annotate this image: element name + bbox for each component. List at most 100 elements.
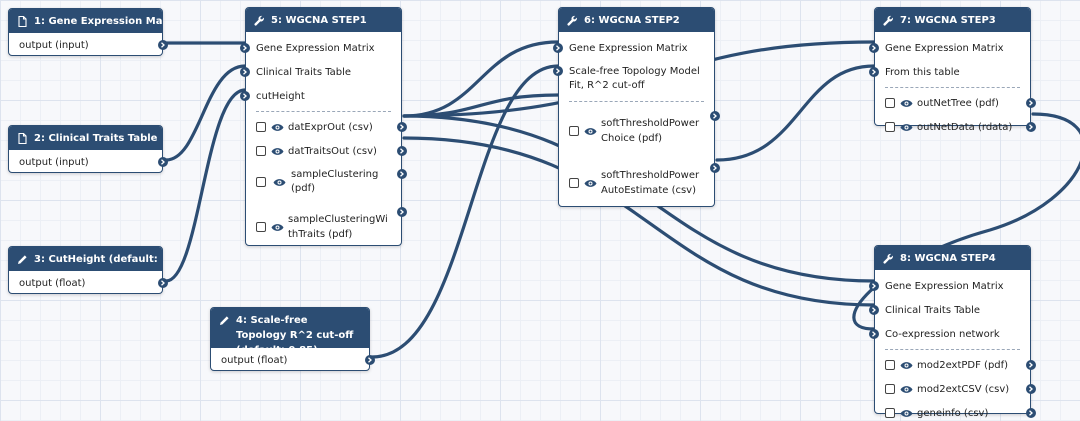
output-row: softThresholdPowerAutoEstimate (csv): [559, 157, 720, 209]
output-checkbox[interactable]: [256, 177, 266, 187]
output-label: output (input): [19, 156, 89, 168]
output-terminal[interactable]: [1026, 384, 1036, 394]
node-scale-free-topology-cutoff[interactable]: 4: Scale-free Topology R^2 cut-off (defa…: [210, 307, 375, 371]
input-terminal[interactable]: [553, 66, 563, 76]
node-header[interactable]: 3: CutHeight (default: 100): [9, 247, 162, 271]
input-terminal[interactable]: [240, 91, 250, 101]
output-terminal[interactable]: [365, 355, 375, 365]
node-header[interactable]: 1: Gene Expression Matrix: [9, 9, 162, 33]
output-terminal[interactable]: [1026, 360, 1036, 370]
node-header[interactable]: 2: Clinical Traits Table: [9, 126, 162, 150]
output-terminal[interactable]: [397, 122, 407, 132]
output-terminal[interactable]: [158, 157, 168, 167]
input-terminal[interactable]: [240, 67, 250, 77]
eye-icon[interactable]: [584, 127, 597, 136]
eye-icon[interactable]: [900, 385, 913, 394]
output-checkbox[interactable]: [569, 178, 579, 188]
output-label: mod2extCSV (csv): [917, 383, 1010, 395]
node-header[interactable]: 4: Scale-free Topology R^2 cut-off (defa…: [211, 308, 369, 348]
output-terminal[interactable]: [397, 146, 407, 156]
input-row: Co-expression network: [869, 322, 1030, 346]
output-checkbox[interactable]: [885, 408, 895, 418]
file-icon: [17, 132, 28, 144]
output-row: output (input): [9, 33, 168, 57]
connection-n5-n6-traits: [402, 93, 560, 118]
output-checkbox[interactable]: [256, 122, 266, 132]
output-label: sampleClusteringWithTraits (pdf): [288, 214, 388, 240]
divider: [885, 349, 1020, 350]
output-terminal[interactable]: [158, 40, 168, 50]
output-checkbox[interactable]: [885, 384, 895, 394]
node-wgcna-step1[interactable]: 5: WGCNA STEP1 Gene Expression Matrix Cl…: [240, 7, 407, 246]
node-header[interactable]: 6: WGCNA STEP2: [559, 8, 714, 32]
input-label: Scale-free Topology Model Fit, R^2 cut-o…: [569, 66, 700, 91]
output-row: sampleClustering (pdf): [246, 163, 407, 201]
output-terminal[interactable]: [1026, 98, 1036, 108]
output-row: softThresholdPowerChoice (pdf): [559, 105, 720, 157]
node-cutheight[interactable]: 3: CutHeight (default: 100) output (floa…: [8, 246, 168, 295]
input-terminal[interactable]: [553, 43, 563, 53]
node-header[interactable]: 5: WGCNA STEP1: [246, 8, 401, 32]
input-label: cutHeight: [256, 90, 305, 102]
input-terminal[interactable]: [869, 329, 879, 339]
input-terminal[interactable]: [869, 67, 879, 77]
eye-icon[interactable]: [271, 147, 284, 156]
eye-icon[interactable]: [900, 123, 913, 132]
output-label: datExprOut (csv): [288, 121, 373, 133]
output-checkbox[interactable]: [256, 146, 266, 156]
output-terminal[interactable]: [397, 207, 407, 217]
output-row: output (float): [9, 271, 168, 295]
node-clinical-traits-table[interactable]: 2: Clinical Traits Table output (input): [8, 125, 168, 173]
input-terminal[interactable]: [869, 305, 879, 315]
output-checkbox[interactable]: [256, 222, 266, 232]
wrench-icon: [883, 253, 894, 264]
node-title: 6: WGCNA STEP2: [584, 14, 680, 26]
node-wgcna-step4[interactable]: 8: WGCNA STEP4 Gene Expression Matrix Cl…: [869, 245, 1036, 419]
node-title: 4: Scale-free Topology R^2 cut-off (defa…: [236, 315, 354, 348]
output-terminal[interactable]: [710, 163, 720, 173]
node-header[interactable]: 8: WGCNA STEP4: [875, 246, 1030, 270]
wrench-icon: [883, 15, 894, 26]
output-label: geneinfo (csv): [917, 407, 989, 419]
output-checkbox[interactable]: [885, 98, 895, 108]
node-title: 5: WGCNA STEP1: [271, 14, 367, 26]
node-header[interactable]: 7: WGCNA STEP3: [875, 8, 1030, 32]
eye-icon[interactable]: [584, 179, 597, 188]
input-label: Gene Expression Matrix: [885, 280, 1004, 292]
node-wgcna-step2[interactable]: 6: WGCNA STEP2 Gene Expression Matrix Sc…: [553, 7, 720, 209]
output-terminal[interactable]: [710, 111, 720, 121]
output-checkbox[interactable]: [569, 126, 579, 136]
node-wgcna-step3[interactable]: 7: WGCNA STEP3 Gene Expression Matrix Fr…: [869, 7, 1036, 133]
input-terminal[interactable]: [240, 43, 250, 53]
eye-icon[interactable]: [900, 99, 913, 108]
eye-icon[interactable]: [900, 409, 913, 418]
output-checkbox[interactable]: [885, 360, 895, 370]
output-checkbox[interactable]: [885, 122, 895, 132]
node-gene-expression-matrix[interactable]: 1: Gene Expression Matrix output (input): [8, 8, 168, 57]
input-label: Gene Expression Matrix: [885, 42, 1004, 54]
output-terminal[interactable]: [397, 169, 407, 179]
input-row: Gene Expression Matrix: [869, 274, 1030, 298]
input-label: Clinical Traits Table: [885, 304, 981, 316]
output-row: datTraitsOut (csv): [246, 139, 407, 163]
output-label: outNetData (rdata): [917, 121, 1013, 133]
wrench-icon: [254, 15, 265, 26]
output-label: sampleClustering (pdf): [291, 169, 379, 194]
input-terminal[interactable]: [869, 43, 879, 53]
output-label: output (float): [19, 277, 86, 289]
output-row: mod2extCSV (csv): [875, 377, 1036, 401]
input-label: Gene Expression Matrix: [569, 42, 688, 54]
node-title: 7: WGCNA STEP3: [900, 14, 996, 26]
output-terminal[interactable]: [1026, 122, 1036, 132]
connection-n5-n6-expr: [402, 40, 560, 118]
output-terminal[interactable]: [158, 278, 168, 288]
input-terminal[interactable]: [869, 281, 879, 291]
eye-icon[interactable]: [271, 123, 284, 132]
eye-icon[interactable]: [900, 361, 913, 370]
output-terminal[interactable]: [1026, 408, 1036, 418]
input-label: Gene Expression Matrix: [256, 42, 375, 54]
eye-icon[interactable]: [273, 178, 286, 187]
eye-icon[interactable]: [271, 223, 284, 232]
input-row: Scale-free Topology Model Fit, R^2 cut-o…: [553, 60, 714, 98]
